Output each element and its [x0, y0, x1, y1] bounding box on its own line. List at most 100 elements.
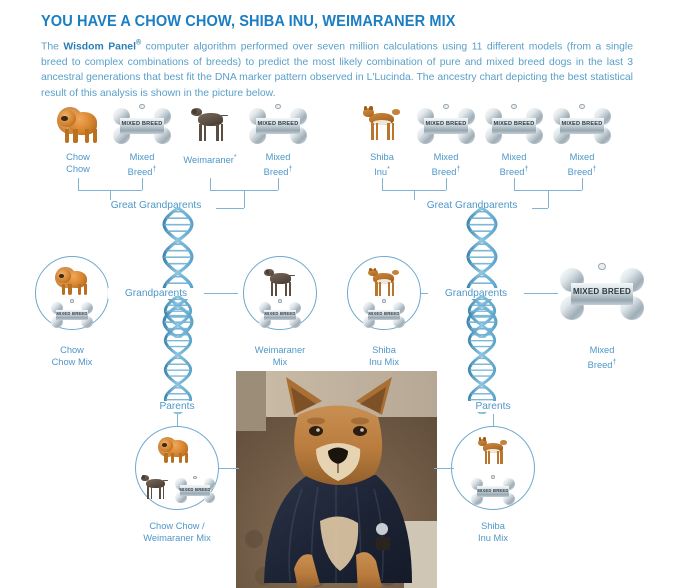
weimaraner-leg [159, 486, 162, 499]
weimaraner-dog-icon [139, 472, 171, 500]
bone-tag-center [492, 118, 536, 134]
weimaraner-tail [221, 114, 229, 117]
label-line-2: Mix [272, 356, 288, 367]
bone-tag-lobe [175, 478, 187, 490]
shiba-leg [391, 281, 395, 296]
shiba-head [362, 107, 375, 117]
bone-tag-lobe [175, 491, 187, 503]
bone-tag-ring [491, 475, 495, 480]
label-line-1: Chow Chow / [149, 521, 205, 531]
dna-helix-artwork [467, 294, 497, 416]
shiba-tail [500, 439, 508, 445]
bone-tag-label: MIXED BREED [425, 120, 467, 127]
shiba-leg [387, 123, 390, 141]
grandparents-link-2 [204, 293, 238, 294]
bone-tag-center [264, 309, 296, 321]
weimaraner-leg [274, 282, 277, 297]
brand-name: Wisdom Panel [63, 41, 136, 53]
generation-label-great-grandparents-right: Great Grandparents [412, 200, 532, 211]
shiba-leg [391, 123, 395, 141]
label-line-2: Weimaraner* [183, 154, 237, 166]
chow-leg [164, 453, 168, 464]
mixed-breed-tag-icon-large: MIXED BREED [560, 262, 644, 320]
bone-tag-ring [579, 104, 585, 110]
bone-tag-lobe [51, 302, 63, 314]
intro-text-after-brand: computer algorithm performed over seven … [41, 41, 633, 99]
shiba-leg [375, 281, 378, 296]
great-grandparent-pair-stem-2 [244, 190, 245, 208]
great-grandparent-stem-6 [446, 178, 447, 190]
great-grandparent-pair-stem-3 [414, 190, 415, 208]
weimaraner-tail [163, 479, 169, 482]
label-superscript: † [524, 165, 529, 173]
great-grandparent-label-3: Weimaraner* [176, 152, 244, 167]
bone-tag-lobe [51, 316, 63, 328]
parent-link-right [434, 468, 454, 469]
dna-strand [467, 294, 497, 416]
chow-face [61, 115, 68, 121]
bone-tag-label: MIXED BREED [121, 120, 163, 127]
shiba-ear [483, 437, 486, 441]
weimaraner-leg [147, 486, 150, 499]
bone-tag-ring [275, 104, 281, 110]
shiba-leg [371, 123, 375, 141]
bone-tag-lobe [81, 316, 93, 328]
weimaraner-ear [192, 108, 197, 114]
mixed-breed-tag-icon: MIXED BREED [485, 104, 543, 144]
chow-leg [73, 129, 78, 143]
shiba-leg [375, 123, 379, 141]
shiba-ear [373, 267, 377, 271]
shiba-tail [391, 109, 401, 116]
mixed-breed-tag-icon: MIXED BREED [51, 299, 93, 328]
weimaraner-leg [220, 123, 223, 142]
generation-label-grandparents-right: Grandparents [428, 288, 524, 299]
chow-face [161, 443, 167, 447]
label-line-1: Mixed [589, 345, 615, 355]
weimaraner-body [197, 113, 224, 126]
weimaraner-ear [265, 269, 270, 275]
dna-helix-artwork [163, 294, 193, 416]
shiba-ear [368, 267, 372, 271]
label-line-1: Mixed [569, 152, 595, 162]
weimaraner-leg [271, 282, 274, 297]
label-line-1: Shiba [370, 152, 394, 162]
label-line-2: Breed† [567, 165, 597, 177]
label-line-1: Mixed [433, 152, 459, 162]
bone-tag-lobe [289, 316, 301, 328]
label-superscript: † [456, 165, 461, 173]
label-superscript: † [152, 165, 157, 173]
weimaraner-body [146, 478, 165, 488]
bone-tag-ring [598, 262, 606, 271]
label-superscript: * [233, 154, 237, 161]
shiba-leg [378, 281, 382, 296]
weimaraner-dog-icon [188, 104, 232, 142]
label-line-2: Inu Mix [369, 356, 399, 367]
shiba-inu-dog-icon [476, 436, 510, 465]
parent-stem-2 [493, 414, 494, 426]
dna-helix-icon-left-lower [156, 294, 200, 416]
great-grandparent-stem-1 [78, 178, 79, 190]
bone-tag-lobe [259, 302, 271, 314]
great-grandparent-stem-7 [514, 178, 515, 190]
shiba-belly [373, 120, 391, 126]
chow-chow-dog-icon [54, 266, 90, 296]
shiba-body [482, 442, 503, 453]
bone-tag-label: MIXED BREED [264, 311, 296, 317]
dna-helix-icon-right-lower [460, 294, 504, 416]
label-line-2: Inu* [374, 165, 390, 177]
bone-tag-lobe [393, 302, 405, 314]
chow-chow-dog-icon [157, 436, 191, 464]
weimaraner-leg [203, 123, 207, 142]
label-line-1: Mixed [129, 152, 155, 162]
label-line-1: Mixed [265, 152, 291, 162]
chow-leg [68, 284, 72, 295]
bone-tag-ring [278, 299, 282, 304]
chow-face [59, 273, 65, 278]
shiba-belly [376, 279, 392, 284]
bone-tag-center [570, 283, 634, 305]
mixed-breed-tag-icon: MIXED BREED [249, 104, 307, 144]
